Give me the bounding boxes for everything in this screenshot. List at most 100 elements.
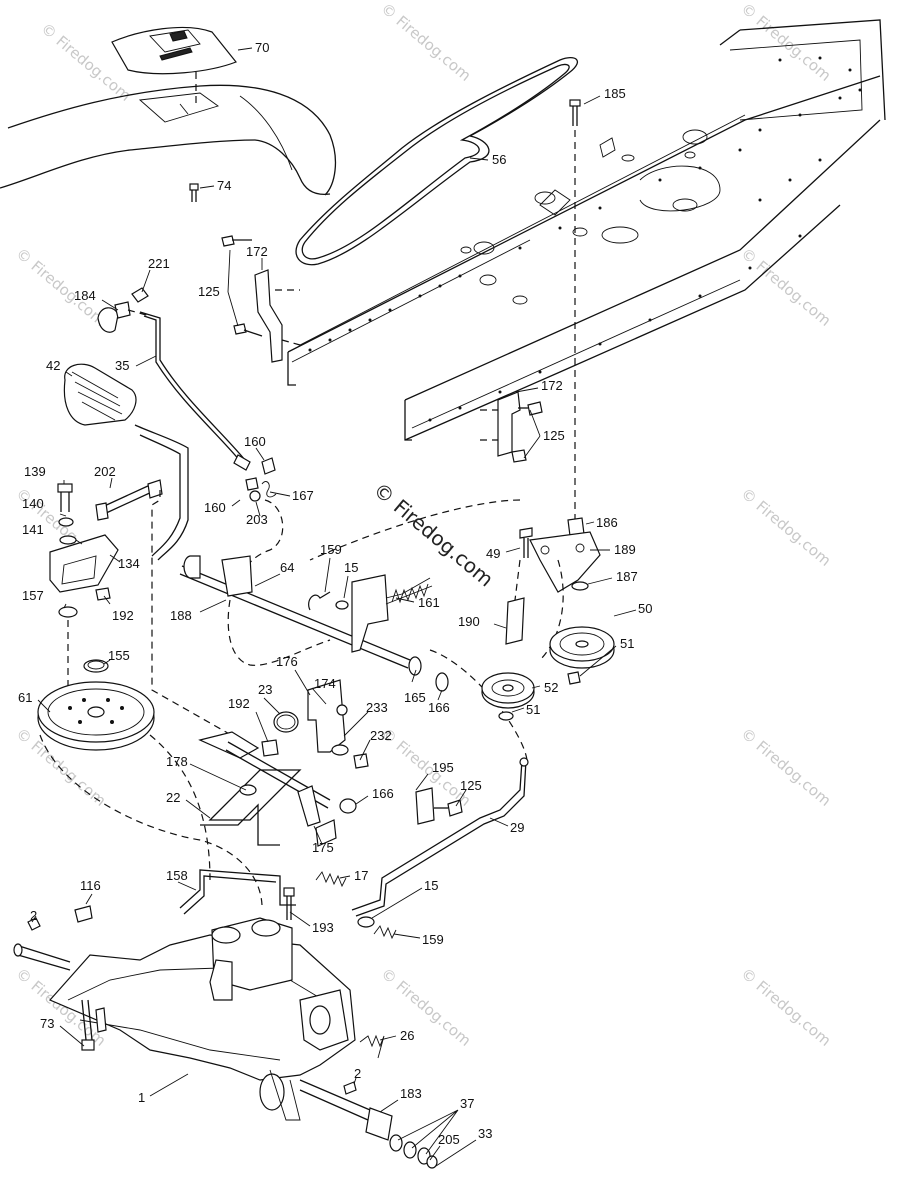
- bracket-158: [74, 869, 296, 923]
- idler-arm-189: [309, 499, 601, 661]
- watermark: © Firedog.com: [737, 484, 834, 569]
- label-155: 155: [108, 648, 130, 663]
- label-192: 192: [228, 696, 250, 711]
- label-233: 233: [366, 700, 388, 715]
- label-185: 185: [604, 86, 626, 101]
- label-23: 23: [258, 682, 272, 697]
- label-2: 2: [30, 908, 37, 923]
- label-64: 64: [280, 560, 294, 575]
- label-56: 56: [492, 152, 506, 167]
- label-33: 33: [478, 1126, 492, 1141]
- label-52: 52: [544, 680, 558, 695]
- label-205: 205: [438, 1132, 460, 1147]
- label-183: 183: [400, 1086, 422, 1101]
- label-166: 166: [372, 786, 394, 801]
- label-73: 73: [40, 1016, 54, 1031]
- idler-bracket-134: [49, 483, 119, 690]
- shaft-202: [95, 479, 241, 741]
- lever-22-178: [198, 731, 357, 847]
- idler-pulleys: [481, 626, 615, 721]
- label-51: 51: [526, 702, 540, 717]
- bolt-74: [189, 183, 199, 202]
- label-125: 125: [460, 778, 482, 793]
- label-221: 221: [148, 256, 170, 271]
- part-labels: 70 185 56 74 221 172 184 125 35 42 172 1…: [18, 40, 652, 1147]
- label-188: 188: [170, 608, 192, 623]
- pedal-42: [63, 363, 189, 561]
- label-193: 193: [312, 920, 334, 935]
- watermark: © Firedog.com: [37, 19, 134, 104]
- label-187: 187: [616, 569, 638, 584]
- fender-hood: [0, 26, 337, 196]
- label-159: 159: [422, 932, 444, 947]
- label-175: 175: [312, 840, 334, 855]
- label-116: 116: [80, 878, 101, 893]
- label-184: 184: [74, 288, 96, 303]
- label-192: 192: [112, 608, 134, 623]
- label-167: 167: [292, 488, 314, 503]
- brake-rod-35: [139, 311, 251, 471]
- frame-holes: [308, 56, 862, 422]
- label-157: 157: [22, 588, 44, 603]
- label-35: 35: [115, 358, 129, 373]
- label-26: 26: [400, 1028, 414, 1043]
- label-189: 189: [614, 542, 636, 557]
- label-1: 1: [138, 1090, 145, 1105]
- label-61: 61: [18, 690, 32, 705]
- label-22: 22: [166, 790, 180, 805]
- label-140: 140: [22, 496, 44, 511]
- watermark: © Firedog.com: [737, 244, 834, 329]
- label-203: 203: [246, 512, 268, 527]
- label-176: 176: [276, 654, 298, 669]
- label-125: 125: [198, 284, 220, 299]
- label-2: 2: [354, 1066, 361, 1081]
- label-51: 51: [620, 636, 634, 651]
- spring-160-167: [239, 457, 284, 581]
- bracket-172-right: [480, 391, 543, 463]
- label-42: 42: [46, 358, 60, 373]
- label-166: 166: [428, 700, 450, 715]
- label-134: 134: [118, 556, 140, 571]
- label-160: 160: [204, 500, 226, 515]
- watermark-center: © Firedog.com: [369, 477, 498, 591]
- label-172: 172: [541, 378, 563, 393]
- label-50: 50: [638, 601, 652, 616]
- bolt-185: [569, 99, 581, 520]
- label-29: 29: [510, 820, 524, 835]
- drive-belt: [295, 57, 579, 266]
- label-190: 190: [458, 614, 480, 629]
- label-161: 161: [418, 595, 440, 610]
- label-15: 15: [344, 560, 358, 575]
- label-159: 159: [320, 542, 342, 557]
- label-160: 160: [244, 434, 266, 449]
- label-49: 49: [486, 546, 500, 561]
- pulley-61: [37, 659, 263, 906]
- label-178: 178: [166, 754, 188, 769]
- watermark: © Firedog.com: [737, 964, 834, 1049]
- watermark: © Firedog.com: [737, 0, 834, 85]
- bracket-172-top: [221, 235, 301, 363]
- label-165: 165: [404, 690, 426, 705]
- bracket-176: [261, 679, 369, 769]
- label-158: 158: [166, 868, 188, 883]
- label-195: 195: [432, 760, 454, 775]
- cross-shaft-64: [179, 555, 528, 765]
- label-141: 141: [22, 522, 44, 537]
- label-174: 174: [314, 676, 336, 691]
- frame: [287, 19, 886, 441]
- label-232: 232: [370, 728, 392, 743]
- watermark: © Firedog.com: [737, 724, 834, 809]
- label-15: 15: [424, 878, 438, 893]
- leader-lines: [31, 47, 637, 1167]
- label-172: 172: [246, 244, 268, 259]
- label-37: 37: [460, 1096, 474, 1111]
- label-186: 186: [596, 515, 618, 530]
- transaxle-1: [13, 917, 438, 1169]
- label-17: 17: [354, 868, 368, 883]
- watermark: © Firedog.com: [377, 0, 474, 85]
- bracket-195-rod-29: [315, 757, 529, 940]
- label-202: 202: [94, 464, 116, 479]
- label-70: 70: [255, 40, 269, 55]
- label-125: 125: [543, 428, 565, 443]
